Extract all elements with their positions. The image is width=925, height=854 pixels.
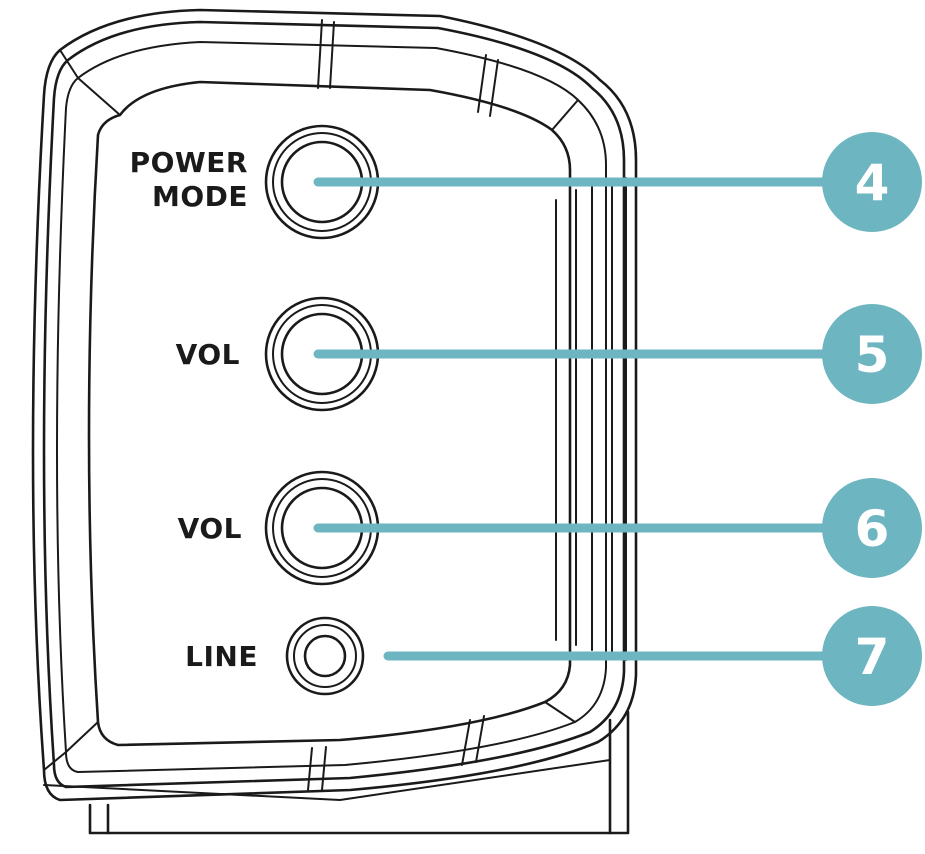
line-input-jack[interactable] — [285, 616, 365, 696]
label-vol-2: VOL — [178, 512, 242, 545]
callout-badge-5: 5 — [822, 304, 922, 404]
callout-number-6: 6 — [855, 500, 890, 558]
callout-number-5: 5 — [855, 326, 890, 384]
callout-badge-4: 4 — [822, 132, 922, 232]
label-line: LINE — [185, 640, 258, 673]
label-power: POWER — [130, 146, 248, 179]
callout-number-7: 7 — [855, 628, 890, 686]
label-mode: MODE — [152, 180, 248, 213]
device-body — [31, 8, 638, 835]
callout-number-4: 4 — [855, 154, 890, 212]
label-vol-1: VOL — [176, 338, 240, 371]
callout-leaders — [313, 177, 855, 661]
callout-badge-6: 6 — [822, 478, 922, 578]
callout-badge-7: 7 — [822, 606, 922, 706]
